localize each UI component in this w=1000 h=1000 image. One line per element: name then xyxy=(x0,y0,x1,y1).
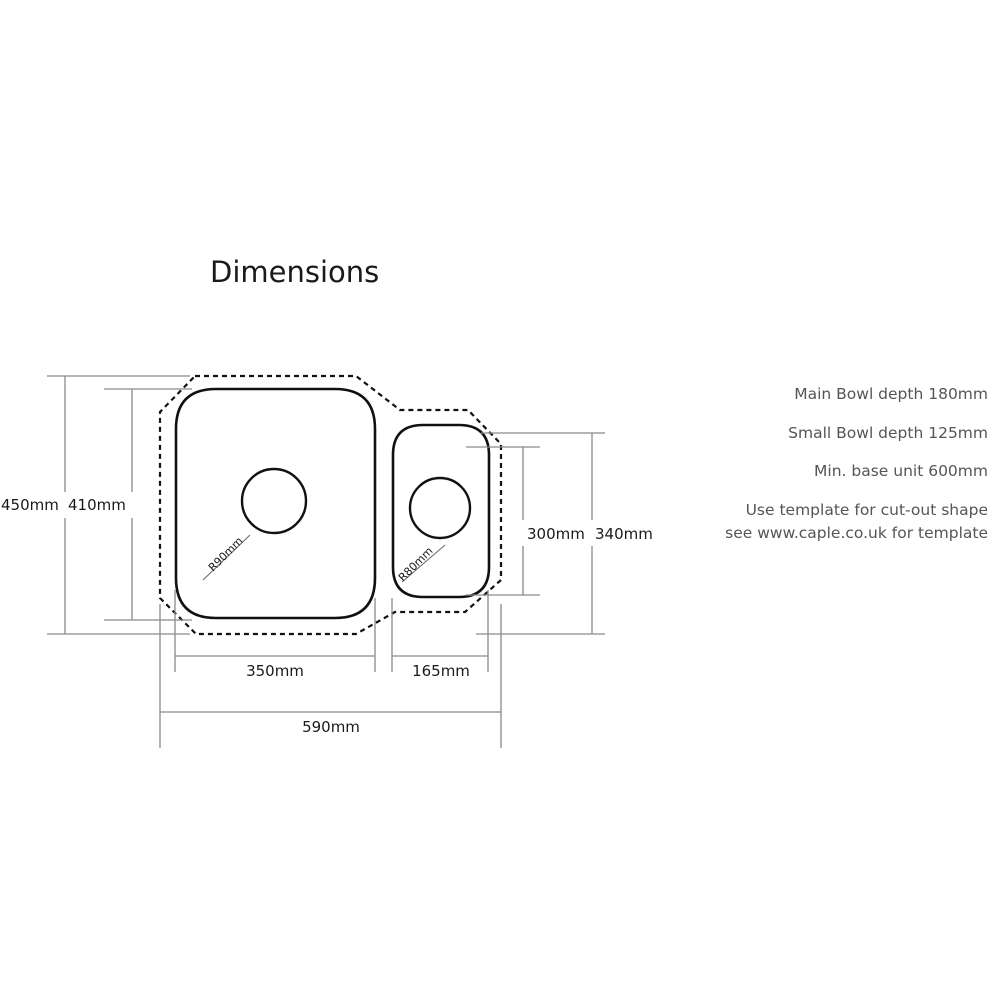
main-bowl-depth-label: 410mm xyxy=(68,496,126,514)
main-bowl-width-label: 350mm xyxy=(246,662,304,680)
template-note-line-1: Use template for cut-out shape xyxy=(746,501,988,519)
small-bowl-radius-line xyxy=(401,544,446,583)
small-bowl-depth-note: Small Bowl depth 125mm xyxy=(788,424,988,442)
small-bowl-inner-depth-label: 300mm xyxy=(527,525,585,543)
small-bowl-width-label: 165mm xyxy=(412,662,470,680)
small-bowl-outline xyxy=(391,423,491,599)
overall-width-dimension xyxy=(159,604,502,748)
main-bowl-outline xyxy=(174,387,377,620)
overall-depth-label: 450mm xyxy=(1,496,59,514)
main-bowl-depth-note: Main Bowl depth 180mm xyxy=(794,385,988,403)
main-bowl-depth-dimension xyxy=(104,388,192,621)
small-bowl-waste-icon xyxy=(408,476,472,540)
main-bowl-radius-label: R90mm xyxy=(206,534,246,574)
bowl-width-dimensions xyxy=(174,590,489,672)
main-bowl-waste-icon xyxy=(240,467,308,535)
min-base-unit-note: Min. base unit 600mm xyxy=(814,462,988,480)
small-bowl-outer-depth-dimension xyxy=(476,432,605,635)
page-title: Dimensions xyxy=(210,255,379,289)
template-note-line-2: see www.caple.co.uk for template xyxy=(725,524,988,542)
cutout-template-outline xyxy=(158,374,503,636)
overall-width-label: 590mm xyxy=(302,718,360,736)
overall-depth-dimension xyxy=(47,375,190,635)
main-bowl-radius-line xyxy=(202,534,251,581)
small-bowl-radius-label: R80mm xyxy=(396,544,436,584)
small-bowl-outer-depth-label: 340mm xyxy=(595,525,653,543)
small-bowl-inner-depth-dimension xyxy=(466,446,540,596)
